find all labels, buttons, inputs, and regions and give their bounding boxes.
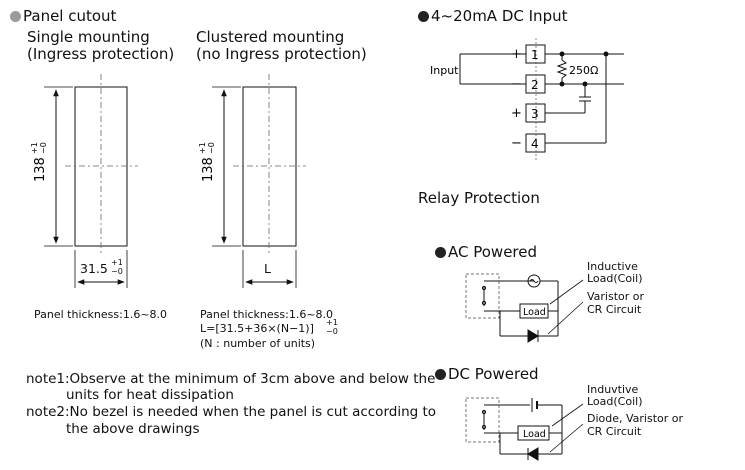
clustered-mounting-subtitle: (no Ingress protection) [196, 45, 367, 63]
grey-bullet-icon [10, 11, 21, 22]
terminal-1-label: 1 [531, 48, 539, 62]
dc-diode-label-2: CR Circuit [587, 425, 642, 438]
terminal-3-label: 3 [531, 107, 539, 121]
dc-inductive-leader [551, 403, 584, 427]
input-label: Input [430, 64, 459, 77]
dc-inductive-label-2: Load(Coil) [587, 395, 643, 408]
dc-relay-box [465, 397, 500, 443]
ac-inductive-label-2: Load(Coil) [587, 272, 643, 285]
relay-protection-heading: Relay Protection [418, 189, 540, 207]
terminal-1-sign: + [511, 47, 522, 62]
terminal-2-label: 2 [531, 78, 539, 92]
ac-inductive-label-1: Inductive [587, 260, 638, 273]
ac-varistor-label-2: CR Circuit [587, 303, 642, 316]
clustered-mounting-title: Clustered mounting [196, 28, 345, 46]
clustered-height-tol-plus: +1 [198, 142, 207, 154]
single-width-tol-plus: +1 [111, 258, 123, 267]
black-bullet-icon [435, 369, 446, 380]
single-width-tol-minus: −0 [111, 267, 123, 276]
clustered-height-label: 138 +1 −0 [198, 142, 216, 182]
ac-relay-circuit [465, 273, 584, 343]
formula-tol-minus: −0 [326, 327, 338, 336]
ac-varistor-label-1: Varistor or [587, 290, 645, 303]
clustered-cutout-drawing [212, 74, 306, 288]
terminal-2-sign: − [511, 77, 522, 92]
clustered-width-label: L [264, 261, 271, 276]
ac-relay-box [465, 273, 500, 319]
ac-inductive-leader [549, 279, 584, 305]
clustered-panel-thickness: Panel thickness:1.6~8.0 [200, 308, 334, 321]
single-height-tol-plus: +1 [30, 142, 39, 154]
single-cutout-drawing [44, 74, 138, 288]
clustered-cutout-rect [242, 86, 297, 247]
single-width-label: 31.5 [80, 261, 108, 276]
resistor-250-ohm [556, 59, 568, 79]
terminal-4-label: 4 [531, 137, 539, 151]
panel-cutout-heading: Panel cutout [10, 9, 116, 24]
clustered-height-value: 138 [201, 157, 216, 182]
black-bullet-icon [435, 247, 446, 258]
dc-diode-label-1: Diode, Varistor or [587, 412, 684, 425]
input-heading: 4~20mA DC Input [418, 9, 567, 24]
single-height-tol-minus: −0 [39, 142, 48, 154]
single-mounting-subtitle: (Ingress protection) [27, 45, 175, 63]
ac-powered-heading: AC Powered [435, 245, 537, 260]
ac-varistor-leader [547, 301, 584, 335]
single-height-label: 138 +1 −0 [30, 142, 48, 182]
note1-line2: units for heat dissipation [66, 387, 234, 403]
clustered-height-tol-minus: −0 [207, 142, 216, 154]
formula-note: (N : number of units) [200, 337, 316, 350]
dc-relay-circuit [465, 397, 584, 461]
terminal-3-sign: + [511, 106, 522, 121]
dc-load-label: Load [523, 429, 546, 440]
ac-load-label: Load [523, 307, 546, 318]
note2-line1: note2:No bezel is needed when the panel … [26, 404, 437, 420]
formula-tol-plus: +1 [326, 318, 338, 327]
dc-powered-heading: DC Powered [435, 367, 539, 382]
single-height-value: 138 [33, 157, 48, 182]
dc-inductive-label-1: Induvtive [587, 383, 639, 396]
terminal-4-sign: − [511, 136, 522, 151]
dc-diode-leader [549, 423, 584, 453]
note2-line2: the above drawings [66, 421, 200, 437]
clustered-width-formula: L=[31.5+36×(N−1)] [200, 322, 314, 335]
input-circuit [459, 38, 624, 160]
single-panel-thickness: Panel thickness:1.6~8.0 [34, 308, 168, 321]
single-cutout-rect [74, 86, 128, 247]
resistor-label: 250Ω [569, 64, 598, 77]
black-bullet-icon [418, 11, 429, 22]
note1-line1: note1:Observe at the minimum of 3cm abov… [26, 371, 436, 387]
ac-varistor-icon [527, 329, 539, 343]
dc-diode-icon [527, 447, 539, 461]
single-mounting-title: Single mounting [27, 28, 150, 46]
